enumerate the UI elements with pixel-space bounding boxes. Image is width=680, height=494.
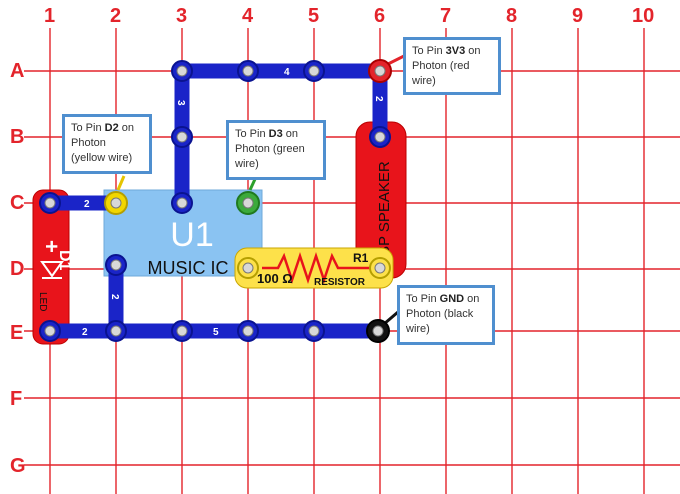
callout-d2: To Pin D2 on Photon (yellow wire) bbox=[62, 114, 152, 174]
row-label-c: C bbox=[10, 192, 25, 214]
led-label: LED bbox=[37, 292, 48, 311]
row-label-d: D bbox=[10, 258, 25, 280]
snap-a6-red bbox=[368, 59, 392, 83]
callout-gnd: To Pin GND on Photon (black wire) bbox=[397, 285, 495, 345]
snap-c1 bbox=[39, 192, 61, 214]
row-label-f: F bbox=[10, 388, 23, 410]
column-label-4: 4 bbox=[242, 5, 254, 27]
snap-b3 bbox=[171, 126, 193, 148]
wire-label-2-speaker: 2 bbox=[373, 96, 384, 102]
snap-a3 bbox=[171, 60, 193, 82]
snap-e4 bbox=[237, 320, 259, 342]
resistor bbox=[234, 247, 394, 289]
row-label-g: G bbox=[10, 455, 26, 477]
snap-c3 bbox=[171, 192, 193, 214]
resistor-value: 100 Ω bbox=[257, 271, 293, 286]
snap-c2-yellow bbox=[104, 191, 128, 215]
snap-e3 bbox=[171, 320, 193, 342]
row-label-b: B bbox=[10, 126, 25, 148]
wire-label-3: 3 bbox=[175, 100, 186, 106]
black-wire bbox=[383, 310, 399, 326]
column-label-2: 2 bbox=[110, 5, 122, 27]
wire-label-2-top: 2 bbox=[84, 199, 90, 210]
snap-e6-black bbox=[366, 319, 390, 343]
resistor-label: RESISTOR bbox=[314, 277, 366, 288]
speaker-label: SP SPEAKER bbox=[376, 161, 393, 256]
led bbox=[32, 189, 70, 345]
snap-a4 bbox=[237, 60, 259, 82]
snap-e5 bbox=[303, 320, 325, 342]
callout-d3: To Pin D3 on Photon (green wire) bbox=[226, 120, 326, 180]
column-label-3: 3 bbox=[176, 5, 188, 27]
row-label-e: E bbox=[10, 322, 24, 344]
snaps bbox=[39, 59, 392, 343]
wire-label-2-left-bottom: 2 bbox=[82, 327, 88, 338]
column-label-7: 7 bbox=[440, 5, 452, 27]
music-ic-subtitle: MUSIC IC bbox=[148, 258, 229, 278]
column-label-9: 9 bbox=[572, 5, 584, 27]
snap-d2 bbox=[105, 254, 127, 276]
column-label-6: 6 bbox=[374, 5, 386, 27]
wire-label-4: 4 bbox=[284, 67, 290, 78]
callout-3v3: To Pin 3V3 on Photon (red wire) bbox=[403, 37, 501, 95]
column-label-5: 5 bbox=[308, 5, 320, 27]
led-diode-icon bbox=[40, 261, 64, 279]
row-label-a: A bbox=[10, 60, 25, 82]
snap-d4 bbox=[237, 257, 259, 279]
column-label-8: 8 bbox=[506, 5, 518, 27]
column-label-1: 1 bbox=[44, 5, 56, 27]
snap-d6 bbox=[369, 257, 391, 279]
led-plus: + bbox=[39, 240, 64, 253]
snap-c4-green bbox=[236, 191, 260, 215]
snap-e1 bbox=[39, 320, 61, 342]
column-label-10: 10 bbox=[632, 5, 655, 27]
wire-label-2-vertical: 2 bbox=[109, 294, 120, 300]
music-ic-title: U1 bbox=[170, 216, 213, 254]
snap-b6 bbox=[369, 126, 391, 148]
snap-e2 bbox=[105, 320, 127, 342]
resistor-zigzag-icon bbox=[262, 252, 372, 284]
wire-label-5: 5 bbox=[213, 327, 219, 338]
resistor-id: R1 bbox=[353, 251, 369, 265]
yellow-wire bbox=[116, 175, 126, 191]
snap-a5 bbox=[303, 60, 325, 82]
